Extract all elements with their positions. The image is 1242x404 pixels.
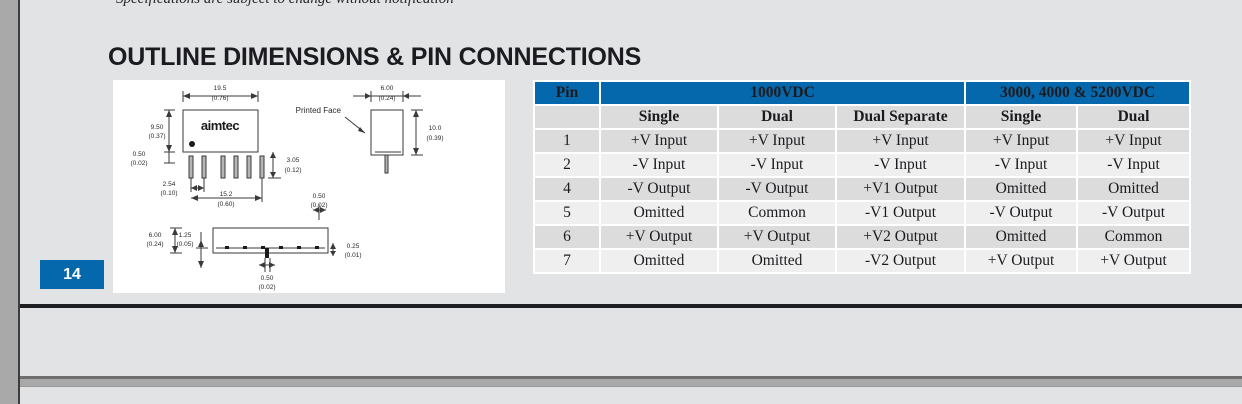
- printed-face-label: Printed Face: [296, 106, 342, 115]
- dim-pin-span-inch: (0.60): [218, 201, 235, 208]
- dim-pin-pitch-mm: 2.54: [163, 181, 176, 188]
- dim-pin-width-top-mm: 0.50: [313, 193, 326, 200]
- table-row: 6 +V Output +V Output +V2 Output Omitted…: [533, 224, 1192, 250]
- cell-value: Common: [1076, 224, 1192, 250]
- bottom-band: [20, 386, 1242, 404]
- dim-pin-offset-inch: (0.05): [177, 241, 194, 248]
- cell-value: -V Input: [599, 152, 719, 178]
- subheader-hv-dual: Dual: [1076, 104, 1192, 130]
- dim-body-height-inch: (0.37): [149, 133, 166, 140]
- dim-side-height-inch: (0.39): [427, 135, 444, 142]
- cell-value: Omitted: [964, 224, 1079, 250]
- cell-pin: 4: [533, 176, 601, 202]
- cell-value: Omitted: [1076, 176, 1192, 202]
- header-3000-4000-5200vdc: 3000, 4000 & 5200VDC: [964, 80, 1192, 106]
- table-group-header-row: Pin 1000VDC 3000, 4000 & 5200VDC: [533, 80, 1192, 106]
- dim-side-width-mm: 6.00: [381, 85, 394, 92]
- cell-value: +V Input: [834, 128, 967, 154]
- outline-drawing-svg: 19.5 (0.76) aimtec 9.50 (0.37): [131, 85, 444, 291]
- cell-pin: 1: [533, 128, 601, 154]
- cell-value: +V Output: [964, 248, 1079, 274]
- dim-depth-inch: (0.24): [147, 241, 164, 248]
- table-row: 4 -V Output -V Output +V1 Output Omitted…: [533, 176, 1192, 202]
- dim-pin-thickness-inch: (0.01): [345, 252, 362, 259]
- page-sheet: Specifications are subject to change wit…: [20, 0, 1242, 306]
- cell-value: +V Input: [599, 128, 719, 154]
- cell-pin: 7: [533, 248, 601, 274]
- cell-value: Omitted: [599, 200, 719, 226]
- dim-standoff-inch: (0.02): [131, 160, 148, 167]
- outline-drawing-panel: 19.5 (0.76) aimtec 9.50 (0.37): [113, 80, 505, 293]
- dim-pin-length-mm: 3.05: [287, 157, 300, 164]
- cell-value: +V1 Output: [834, 176, 967, 202]
- dim-pin-offset-mm: 1.25: [179, 232, 192, 239]
- page-title: OUTLINE DIMENSIONS & PIN CONNECTIONS: [108, 42, 642, 71]
- cell-value: -V Input: [834, 152, 967, 178]
- cell-value: Omitted: [717, 248, 837, 274]
- cell-value: +V2 Output: [834, 224, 967, 250]
- brand-logo-label: aimtec: [201, 118, 239, 133]
- cell-value: -V Input: [717, 152, 837, 178]
- table-row: 1 +V Input +V Input +V Input +V Input +V…: [533, 128, 1192, 154]
- cell-value: Common: [717, 200, 837, 226]
- dim-depth-mm: 6.00: [149, 232, 162, 239]
- dim-pin-width-top-inch: (0.02): [311, 202, 328, 209]
- order-call-band: TO ORDER CALL 1-888-9-AIMTEC: [20, 308, 1242, 379]
- dim-pin-length-inch: (0.12): [285, 167, 302, 174]
- section-divider-rule: [20, 304, 1242, 308]
- dim-width-top-inch: (0.76): [212, 95, 229, 102]
- dim-side-height-mm: 10.0: [429, 125, 442, 132]
- cell-value: -V Output: [1076, 200, 1192, 226]
- cell-value: +V Input: [717, 128, 837, 154]
- cell-value: -V1 Output: [834, 200, 967, 226]
- cell-value: -V Output: [717, 176, 837, 202]
- cell-value: -V Output: [599, 176, 719, 202]
- cell-value: +V Input: [964, 128, 1079, 154]
- header-pin: Pin: [533, 80, 601, 106]
- left-gutter-strip: [0, 0, 18, 404]
- subheader-1000-dual-separate: Dual Separate: [834, 104, 967, 130]
- cell-value: +V Output: [1076, 248, 1192, 274]
- dim-pin-pitch-inch: (0.10): [161, 190, 178, 197]
- pin-connections-table: Pin 1000VDC 3000, 4000 & 5200VDC Single …: [533, 80, 1192, 274]
- cell-pin: 6: [533, 224, 601, 250]
- page-number-badge: 14: [40, 260, 104, 289]
- dim-standoff-mm: 0.50: [133, 151, 146, 158]
- table-row: 5 Omitted Common -V1 Output -V Output -V…: [533, 200, 1192, 226]
- cell-value: +V Output: [717, 224, 837, 250]
- pin-connections-table-wrapper: Pin 1000VDC 3000, 4000 & 5200VDC Single …: [533, 80, 1192, 274]
- header-1000vdc: 1000VDC: [598, 80, 967, 106]
- dim-body-height-mm: 9.50: [151, 124, 164, 131]
- cell-value: -V Input: [1076, 152, 1192, 178]
- dim-pin-width-bottom-mm: 0.50: [261, 275, 274, 282]
- subheader-blank: [533, 104, 601, 130]
- cell-value: +V Output: [599, 224, 719, 250]
- left-gutter-divider: [18, 0, 20, 404]
- cell-value: -V Input: [964, 152, 1079, 178]
- table-row: 2 -V Input -V Input -V Input -V Input -V…: [533, 152, 1192, 178]
- pin1-dot-marker: [189, 141, 195, 147]
- cell-value: -V Output: [964, 200, 1079, 226]
- dim-width-top-mm: 19.5: [214, 85, 227, 92]
- dim-side-width-inch: (0.24): [379, 95, 396, 102]
- cell-pin: 2: [533, 152, 601, 178]
- cell-value: Omitted: [964, 176, 1079, 202]
- subheader-hv-single: Single: [964, 104, 1079, 130]
- subheader-1000-dual: Dual: [717, 104, 837, 130]
- dim-pin-width-bottom-inch: (0.02): [259, 284, 276, 291]
- cell-value: Omitted: [599, 248, 719, 274]
- cell-pin: 5: [533, 200, 601, 226]
- band-gap-strip: [20, 379, 1242, 386]
- specifications-note: Specifications are subject to change wit…: [116, 0, 636, 8]
- cell-value: -V2 Output: [834, 248, 967, 274]
- cell-value: +V Input: [1076, 128, 1192, 154]
- dim-pin-thickness-mm: 0.25: [347, 243, 360, 250]
- subheader-1000-single: Single: [599, 104, 719, 130]
- table-row: 7 Omitted Omitted -V2 Output +V Output +…: [533, 248, 1192, 274]
- table-sub-header-row: Single Dual Dual Separate Single Dual: [533, 104, 1192, 130]
- dim-pin-span-mm: 15.2: [220, 191, 233, 198]
